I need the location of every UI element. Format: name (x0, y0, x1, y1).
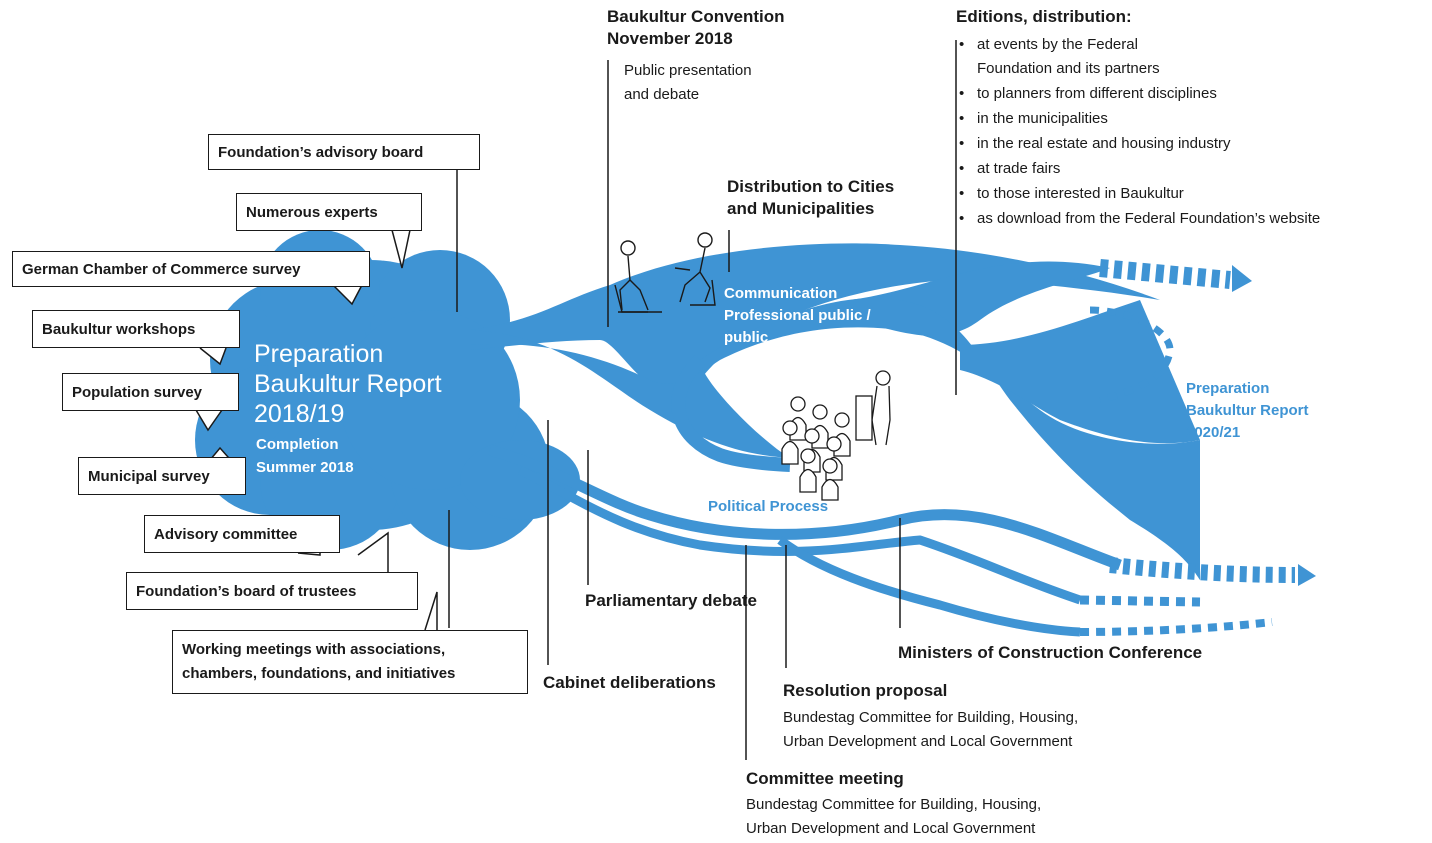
input-box-advisory-board: Foundation’s advisory board (208, 134, 480, 170)
input-box-board-of-trustees: Foundation’s board of trustees (126, 572, 418, 610)
editions-list: at events by the Federal Foundation and … (957, 32, 1320, 231)
distribution-title: Distribution to Cities and Municipalitie… (727, 177, 895, 218)
input-box-numerous-experts: Numerous experts (236, 193, 422, 231)
list-item: to those interested in Baukultur (957, 181, 1320, 206)
political-band-bottom-2 (777, 536, 1081, 637)
list-item: in the municipalities (957, 106, 1320, 131)
convention-subtitle: Public presentation and debate (624, 62, 752, 103)
list-item: at events by the Federal (957, 32, 1320, 57)
input-box-baukultur-workshops: Baukultur workshops (32, 310, 240, 348)
next-report-label: Preparation Baukultur Report 2020/21 (1186, 380, 1309, 441)
report-wedge (960, 300, 1200, 444)
resolution-proposal-subtitle: Bundestag Committee for Building, Housin… (783, 709, 1079, 750)
list-item: as download from the Federal Foundation’… (957, 206, 1320, 231)
list-item: to planners from different disciplines (957, 81, 1320, 106)
editions-title: Editions, distribution: (956, 7, 1132, 26)
list-item: in the real estate and housing industry (957, 131, 1320, 156)
input-box-advisory-committee: Advisory committee (144, 515, 340, 553)
crossing-ribbon (470, 298, 1200, 580)
committee-meeting-subtitle: Bundestag Committee for Building, Housin… (746, 796, 1042, 837)
input-box-chamber-of-commerce: German Chamber of Commerce survey (12, 251, 370, 287)
cloud-subtitle: Completion Summer 2018 (256, 436, 354, 476)
communication-label: Communication Professional public / publ… (724, 285, 871, 346)
input-box-municipal-survey: Municipal survey (78, 457, 246, 495)
convention-title: Baukultur Convention November 2018 (607, 7, 785, 48)
political-band-top (488, 444, 1122, 571)
ribbon-lower-loop (671, 355, 791, 472)
dashed-arrows (1079, 259, 1316, 636)
leader-lines (448, 40, 957, 760)
seated-people-illustration (614, 232, 716, 313)
resolution-proposal-title: Resolution proposal (783, 681, 948, 700)
communication-band (470, 243, 1160, 396)
ministers-conference-label: Ministers of Construction Conference (898, 643, 1203, 662)
political-band-bottom-1 (517, 465, 1082, 605)
input-box-working-meetings: Working meetings with associations, cham… (172, 630, 528, 694)
cabinet-deliberations-label: Cabinet deliberations (543, 673, 716, 692)
political-process-label: Political Process (708, 498, 829, 515)
committee-meeting-title: Committee meeting (746, 769, 904, 788)
cloud-title: Preparation Baukultur Report 2018/19 (254, 340, 442, 428)
list-item: at trade fairs (957, 156, 1320, 181)
parliamentary-debate-label: Parliamentary debate (585, 591, 757, 610)
input-box-population-survey: Population survey (62, 373, 239, 411)
list-item: Foundation and its partners (977, 60, 1160, 77)
audience-illustration (781, 370, 891, 501)
